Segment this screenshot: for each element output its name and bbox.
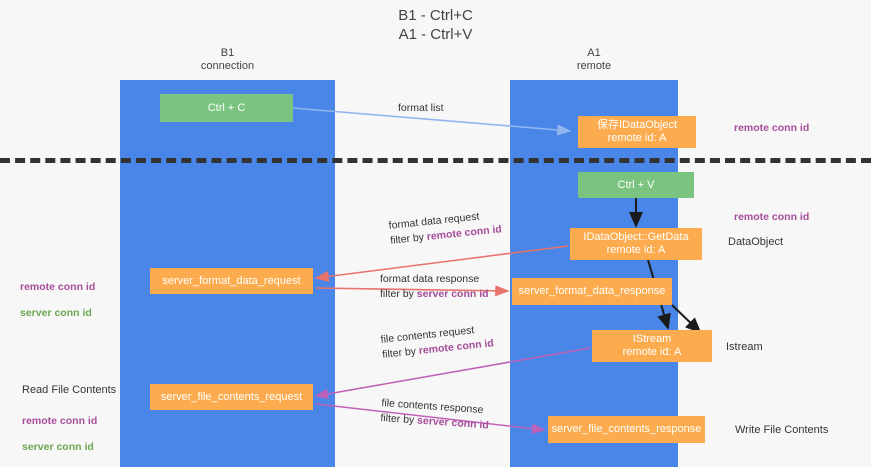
lane-header-b1: B1 connection <box>200 47 255 72</box>
section-divider <box>0 158 871 163</box>
annotation-remote-conn-id-left: remote conn id <box>20 281 96 293</box>
box-istream[interactable]: IStream remote id: A <box>592 330 712 362</box>
box-ctrl-c[interactable]: Ctrl + C <box>160 94 293 122</box>
box-server-file-contents-request[interactable]: server_file_contents_request <box>150 384 313 410</box>
edge-label-line-1: format data response <box>380 273 480 285</box>
annotation-remote-conn-id-mid: remote conn id <box>734 211 810 223</box>
annotation-remote-conn-id-top: remote conn id <box>734 122 810 134</box>
filter-key: server conn id <box>416 288 489 300</box>
edge-label-line-2: filter by server conn id <box>380 287 489 302</box>
box-server-format-data-request[interactable]: server_format_data_request <box>150 268 313 294</box>
box-server-format-data-response[interactable]: server_format_data_response <box>512 278 672 305</box>
box-server-file-contents-response[interactable]: server_file_contents_response <box>548 416 705 443</box>
annotation-write-file-contents: Write File Contents <box>735 424 829 436</box>
edge-label-format-data-response: format data response filter by server co… <box>380 272 489 302</box>
lane-header-a1: A1 remote <box>576 47 612 72</box>
box-data-object[interactable]: 保存IDataObject remote id: A <box>578 116 696 148</box>
edge-label-file-contents-response: file contents response filter by server … <box>380 396 490 433</box>
edge-label-format-data-request: format data request filter by remote con… <box>388 207 503 249</box>
annotation-left-conn-ids-top: remote conn id server conn id <box>20 268 95 333</box>
filter-prefix: filter by <box>380 288 417 300</box>
filter-key: server conn id <box>416 414 490 432</box>
annotation-server-conn-id-left: server conn id <box>20 307 92 319</box>
annotation-read-file-contents: Read File Contents <box>22 384 117 396</box>
annotation-remote-conn-id-left-2: remote conn id <box>22 415 98 427</box>
box-ctrl-v[interactable]: Ctrl + V <box>578 172 694 198</box>
filter-prefix: filter by <box>389 231 428 247</box>
edge-label-file-contents-request: file contents request filter by remote c… <box>380 321 495 363</box>
annotation-server-conn-id-left-2: server conn id <box>22 441 94 453</box>
annotation-left-conn-ids-bottom: remote conn id server conn id <box>22 402 97 467</box>
annotation-istream: Istream <box>726 341 763 353</box>
filter-prefix: filter by <box>381 345 420 361</box>
edge-label-format-list: format list <box>398 102 444 114</box>
diagram-title: B1 - Ctrl+C A1 - Ctrl+V <box>398 7 473 43</box>
filter-prefix: filter by <box>380 411 418 427</box>
annotation-dataobject: DataObject <box>728 236 784 248</box>
box-idataobject-getdata[interactable]: IDataObject::GetData remote id: A <box>570 228 702 260</box>
